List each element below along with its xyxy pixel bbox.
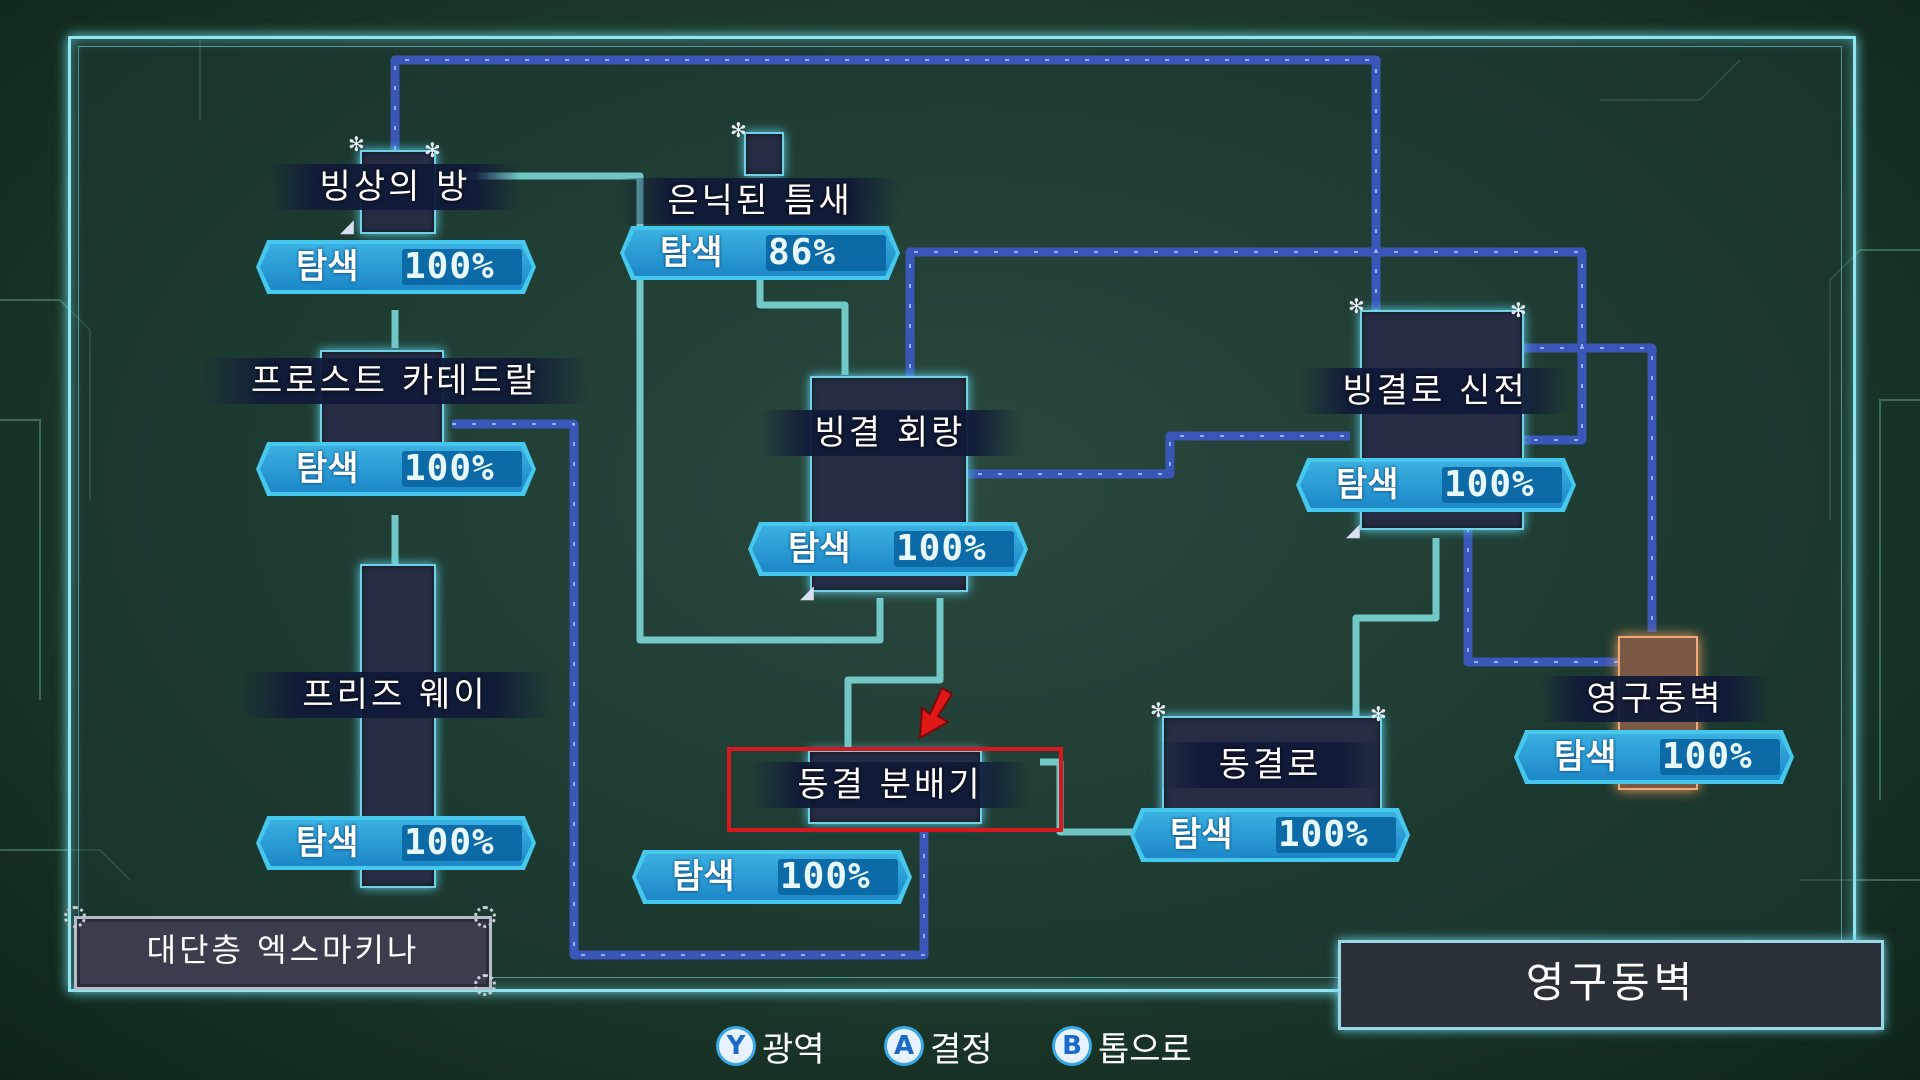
room-label: 빙결 회랑 bbox=[760, 410, 1020, 456]
prompt-to-top[interactable]: B 톱으로 bbox=[1052, 1022, 1192, 1070]
current-room-panel: 영구동벽 bbox=[1338, 940, 1884, 1030]
door-icon: ◢ bbox=[340, 216, 354, 237]
sparkle-icon: ✻ bbox=[348, 132, 365, 156]
area-name-panel: 대단층 엑스마키나 bbox=[74, 916, 492, 990]
door-icon: ◢ bbox=[800, 582, 814, 603]
explore-rate-eternal-wall: 탐색 100% bbox=[1514, 730, 1794, 784]
room-label: 프로스트 카테드랄 bbox=[200, 358, 590, 404]
b-button-icon: B bbox=[1052, 1026, 1092, 1066]
cursor-arrow-icon bbox=[918, 686, 954, 740]
sparkle-icon: ✻ bbox=[1510, 298, 1527, 322]
room-label: 빙결로 신전 bbox=[1300, 368, 1570, 414]
door-icon: ◢ bbox=[1346, 520, 1360, 541]
map-frame-inner bbox=[78, 46, 1842, 978]
gear-icon bbox=[64, 906, 86, 928]
explore-rate-ice-chamber: 탐색 100% bbox=[256, 240, 536, 294]
explore-rate-frost-cathedral: 탐색 100% bbox=[256, 442, 536, 496]
gear-icon bbox=[474, 974, 496, 996]
room-label: 프리즈 웨이 bbox=[240, 672, 550, 718]
y-button-icon: Y bbox=[716, 1026, 756, 1066]
room-label: 동결 분배기 bbox=[750, 762, 1030, 808]
prompt-confirm[interactable]: A 결정 bbox=[884, 1022, 993, 1070]
explore-rate-freeze-path: 탐색 100% bbox=[1130, 808, 1410, 862]
gear-icon bbox=[474, 906, 496, 928]
sparkle-icon: ✻ bbox=[424, 138, 441, 162]
a-button-icon: A bbox=[884, 1026, 924, 1066]
room-label: 영구동벽 bbox=[1540, 676, 1770, 722]
prompt-label: 광역 bbox=[762, 1029, 825, 1070]
explore-rate-freeze-distributor: 탐색 100% bbox=[632, 850, 912, 904]
explore-rate-freeze-way: 탐색 100% bbox=[256, 816, 536, 870]
sparkle-icon: ✻ bbox=[730, 118, 747, 142]
prompt-label: 톱으로 bbox=[1098, 1029, 1192, 1070]
area-name: 대단층 엑스마키나 bbox=[146, 931, 420, 969]
explore-rate-hidden-crevice: 탐색 86% bbox=[620, 226, 900, 280]
sparkle-icon: ✻ bbox=[1370, 702, 1387, 726]
sparkle-icon: ✻ bbox=[1150, 698, 1167, 722]
sparkle-icon: ✻ bbox=[1348, 294, 1365, 318]
room-label: 빙상의 방 bbox=[270, 164, 520, 210]
prompt-world-map[interactable]: Y 광역 bbox=[716, 1022, 825, 1070]
room-label: 동결로 bbox=[1160, 742, 1380, 788]
current-room-name: 영구동벽 bbox=[1525, 958, 1697, 1007]
room-label: 은닉된 틈새 bbox=[620, 178, 900, 224]
room-block-hidden-crevice[interactable] bbox=[744, 132, 784, 176]
explore-rate-freeze-shrine: 탐색 100% bbox=[1296, 458, 1576, 512]
prompt-label: 결정 bbox=[930, 1029, 993, 1070]
explore-rate-freeze-corridor: 탐색 100% bbox=[748, 522, 1028, 576]
selected-room-highlight bbox=[727, 747, 1063, 832]
